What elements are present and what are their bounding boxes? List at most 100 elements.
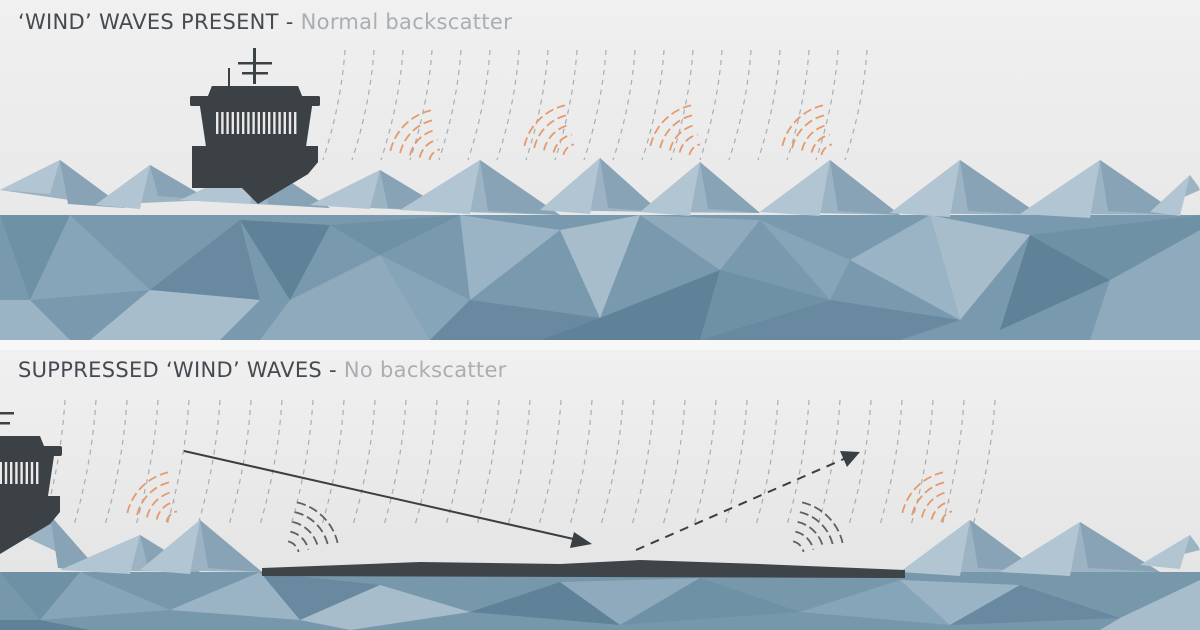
arc bbox=[136, 481, 171, 516]
pulse-line bbox=[135, 399, 159, 526]
arc bbox=[688, 143, 701, 156]
sea-facet bbox=[260, 255, 430, 340]
pulse-line bbox=[228, 399, 252, 526]
rough-sea-surface bbox=[0, 158, 1200, 340]
arc bbox=[669, 124, 696, 151]
wave-crest bbox=[400, 160, 560, 215]
pulse-line bbox=[600, 399, 624, 526]
ship-icon bbox=[190, 48, 320, 204]
wave-crest bbox=[1000, 522, 1160, 576]
panel-heading: SUPPRESSED ‘WIND’ WAVES - No backscatter bbox=[18, 358, 507, 382]
sea-facet bbox=[900, 580, 1020, 625]
arc bbox=[649, 104, 692, 147]
sea-facet bbox=[1090, 230, 1200, 340]
pulse-line bbox=[476, 399, 500, 526]
pulse-line bbox=[104, 399, 128, 526]
sea-facet bbox=[1030, 215, 1200, 280]
arc bbox=[399, 119, 434, 154]
arc bbox=[409, 129, 436, 156]
pulse-line bbox=[414, 399, 438, 526]
sea-facet bbox=[700, 270, 830, 340]
arc bbox=[795, 530, 815, 550]
pulse-line bbox=[259, 399, 283, 526]
pulse-line bbox=[73, 399, 97, 526]
pulse-line bbox=[445, 399, 469, 526]
pulse-line bbox=[786, 399, 810, 526]
arc bbox=[901, 471, 944, 514]
pulse-line bbox=[197, 399, 221, 526]
sea-facet bbox=[950, 585, 1120, 625]
wave-crest bbox=[640, 162, 760, 216]
pulse-line bbox=[641, 49, 665, 161]
pulse-line bbox=[322, 49, 346, 161]
pulse-line bbox=[383, 399, 407, 526]
sea-facet bbox=[90, 290, 260, 340]
pulse-line bbox=[352, 399, 376, 526]
backscatter-arcs bbox=[126, 471, 178, 523]
arc bbox=[523, 104, 566, 147]
suppressed-waves-scene bbox=[0, 399, 1200, 630]
sea-facet bbox=[330, 215, 460, 255]
wave-crest bbox=[1020, 160, 1180, 218]
pulse-line bbox=[670, 49, 694, 161]
arc bbox=[296, 501, 339, 544]
sea-facet bbox=[40, 572, 170, 620]
radar-pulse-lines bbox=[42, 399, 996, 526]
pulse-line bbox=[693, 399, 717, 526]
ship-icon bbox=[0, 412, 62, 554]
pulse-line bbox=[728, 49, 752, 161]
sea-facet bbox=[380, 255, 470, 340]
arc bbox=[562, 143, 575, 156]
pulse-line bbox=[848, 399, 872, 526]
arc bbox=[428, 148, 441, 161]
pulse-line bbox=[166, 399, 190, 526]
wave-crest bbox=[140, 520, 262, 574]
sea-facet bbox=[300, 585, 470, 630]
forward-scatter-arcs bbox=[287, 501, 339, 553]
arc bbox=[792, 540, 805, 553]
pulse-line bbox=[941, 399, 965, 526]
sea-facet bbox=[850, 215, 960, 320]
arc bbox=[820, 143, 833, 156]
arc bbox=[533, 114, 568, 149]
pulse-line bbox=[290, 399, 314, 526]
pulse-line bbox=[409, 49, 433, 161]
calm-sea-surface bbox=[0, 515, 1200, 630]
sea-facet bbox=[0, 620, 90, 630]
heading-title: ‘WIND’ WAVES PRESENT bbox=[18, 10, 279, 34]
pulse-line bbox=[844, 49, 868, 161]
sea-facet bbox=[560, 215, 640, 318]
backscatter-arcs bbox=[523, 104, 575, 156]
arc bbox=[781, 104, 824, 147]
pulse-line bbox=[569, 399, 593, 526]
arc bbox=[659, 114, 694, 149]
pulse-line bbox=[351, 49, 375, 161]
panel-suppressed-wind-waves: SUPPRESSED ‘WIND’ WAVES - No backscatter bbox=[0, 350, 1200, 630]
pulse-line bbox=[815, 49, 839, 161]
wave-crest bbox=[1140, 535, 1200, 569]
pulse-line bbox=[757, 49, 781, 161]
arc bbox=[389, 109, 432, 152]
arc bbox=[801, 124, 828, 151]
wave-crest bbox=[760, 160, 900, 216]
arc bbox=[146, 491, 173, 518]
wave-crest bbox=[540, 158, 660, 214]
sea-facet bbox=[260, 572, 380, 620]
arc bbox=[791, 114, 826, 149]
pulse-line bbox=[699, 49, 723, 161]
sea-facet bbox=[0, 215, 70, 300]
pulse-line bbox=[583, 49, 607, 161]
backscatter-arcs bbox=[781, 104, 833, 156]
heading-separator: - bbox=[285, 10, 294, 34]
sea-facet bbox=[640, 215, 760, 270]
pulse-line bbox=[817, 399, 841, 526]
sea-facet bbox=[150, 220, 260, 300]
sea-facet bbox=[700, 300, 960, 340]
sea-facet bbox=[0, 572, 80, 620]
sea-facet bbox=[540, 270, 720, 340]
arc bbox=[940, 510, 953, 523]
pulse-line bbox=[438, 49, 462, 161]
backscatter-arcs bbox=[901, 471, 953, 523]
pulse-line bbox=[972, 399, 996, 526]
arc bbox=[155, 500, 175, 520]
